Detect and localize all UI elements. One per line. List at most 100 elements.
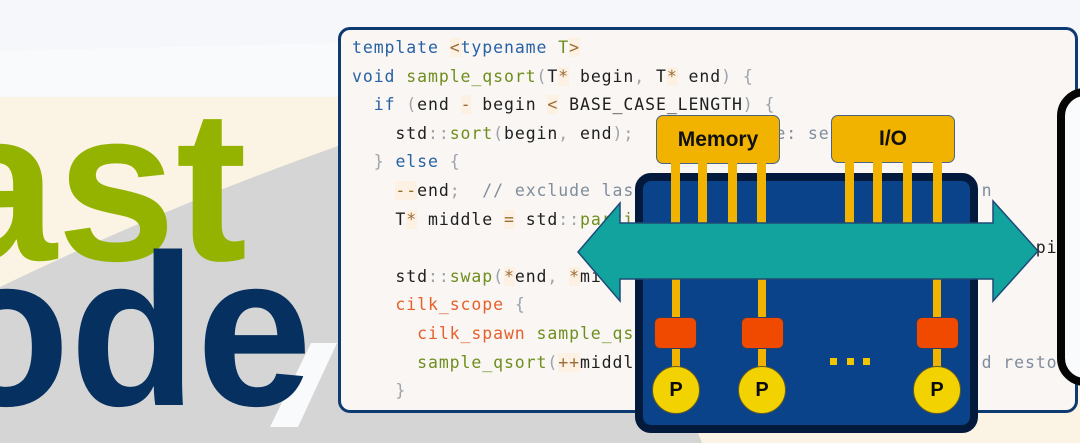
code-line: --end; // exclude las n (352, 177, 1075, 206)
code-token (732, 67, 743, 86)
headline-word-code: ode (0, 209, 312, 443)
memory-pin (671, 163, 680, 224)
memory-label: Memory (677, 127, 759, 151)
code-token: } (395, 381, 407, 401)
code-token: sample_qsort (406, 66, 537, 86)
code-token: ( (493, 266, 504, 286)
io-pin (845, 162, 854, 224)
io-pin (903, 162, 912, 224)
code-line: } (352, 377, 1075, 406)
memory-pin (728, 163, 737, 224)
code-token (754, 95, 765, 114)
code-token: = (503, 209, 515, 229)
code-token: begin (503, 123, 559, 143)
code-token: * (406, 209, 418, 229)
code-token: e: se (775, 123, 830, 143)
io-label: I/O (878, 127, 907, 150)
cache-block (741, 317, 784, 349)
code-token (352, 353, 417, 372)
headline-word-fast: ast (0, 64, 247, 306)
code-token: , (558, 123, 570, 143)
code-line: template <typename T> (352, 34, 1075, 63)
code-line: } else { (352, 148, 1075, 177)
code-token (547, 38, 558, 57)
code-token: end (569, 123, 613, 143)
io-box: I/O (831, 115, 955, 163)
code-token (395, 67, 406, 86)
processor-label: P (930, 378, 944, 401)
code-line: void sample_qsort(T* begin, T* end) { (352, 63, 1075, 92)
code-token: T (645, 66, 667, 86)
code-token (352, 95, 374, 114)
code-token: ) (742, 95, 754, 115)
code-token: { (764, 95, 776, 115)
code-token: std (514, 209, 559, 229)
code-token (385, 152, 396, 171)
code-line: std::swap(*end, *mi (352, 263, 1075, 292)
code-token: T (558, 38, 570, 57)
code-token: std (352, 123, 428, 143)
io-pin (873, 162, 882, 224)
code-token: typename (460, 38, 548, 57)
code-token: ( (547, 352, 559, 372)
code-line: pi (352, 234, 1075, 263)
code-token: ++ (558, 352, 580, 372)
code-token: cilk_scope (395, 295, 504, 315)
code-token (352, 181, 395, 200)
code-token: ( (406, 95, 418, 115)
code-token: -- (395, 180, 418, 200)
code-token: :: (558, 209, 580, 229)
memory-box: Memory (656, 115, 780, 164)
code-token: ; (449, 180, 461, 200)
code-token: * (569, 266, 580, 286)
code-token: * (558, 66, 570, 86)
code-token: - (460, 95, 472, 115)
code-token: :: (427, 266, 450, 286)
code-listing: template <typename T>void sample_qsort(T… (341, 30, 1075, 406)
code-token (526, 324, 537, 343)
code-token: end (514, 266, 548, 286)
code-token: ( (536, 66, 548, 86)
code-token: d resto (981, 352, 1058, 372)
code-token (439, 38, 450, 57)
code-token (352, 152, 374, 171)
code-token: middl (579, 352, 635, 372)
processor-label: P (755, 378, 769, 401)
code-token: end (677, 66, 722, 86)
code-token: middle (417, 209, 504, 229)
processor-label: P (669, 378, 683, 401)
code-token: mi (579, 266, 602, 286)
code-token: cilk_spawn (417, 323, 526, 343)
code-token: end (417, 95, 450, 115)
code-token: :: (427, 123, 450, 143)
processor-core: P (738, 366, 786, 414)
code-token: parti (579, 209, 635, 229)
cache-block (916, 317, 959, 349)
code-token (352, 295, 395, 314)
code-token: ) (612, 123, 624, 143)
code-token (504, 295, 515, 314)
code-token: , (634, 66, 646, 86)
code-token: { (449, 152, 461, 172)
outlined-panel (1057, 88, 1080, 386)
memory-pin (757, 163, 766, 224)
code-token: begin (471, 95, 548, 115)
code-token: else (395, 152, 439, 172)
code-token: begin (569, 66, 635, 86)
code-token (439, 152, 450, 171)
code-token: pi (1035, 238, 1058, 258)
code-token (352, 324, 417, 343)
comma-slash (270, 343, 337, 427)
code-token: ( (493, 123, 504, 143)
code-token (558, 267, 569, 286)
code-token: { (742, 66, 754, 86)
processor-core: P (652, 366, 700, 414)
code-token: * (503, 266, 515, 286)
io-pin (933, 162, 942, 224)
code-token: } (373, 152, 385, 172)
code-token: < (547, 95, 559, 115)
code-token: * (666, 66, 678, 86)
code-token: , (547, 266, 559, 286)
code-token: std (352, 266, 428, 286)
